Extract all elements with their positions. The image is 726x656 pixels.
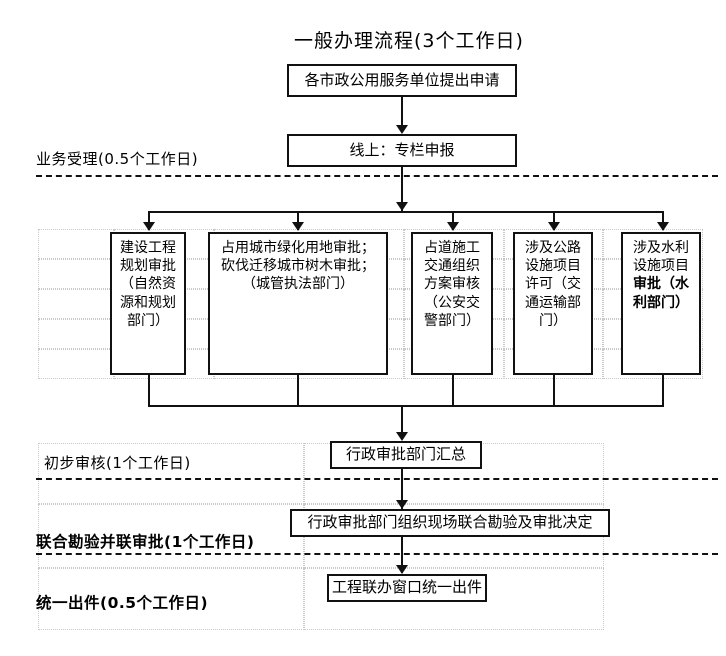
phase-divider-joint <box>36 553 718 555</box>
box-text-line: 占道施工 <box>424 240 480 256</box>
box-text-line: （自然资 <box>120 276 176 293</box>
node-online[interactable]: 线上：专栏申报 <box>287 134 517 167</box>
node-parallel-planning-label: 建设工程规划审批（自然资源和规划部门） <box>115 239 181 330</box>
node-parallel-water[interactable]: 涉及水利设施项目审批（水利部门） <box>621 232 701 375</box>
connector-online-down <box>401 167 403 211</box>
phase-label-delivery: 统一出件(0.5个工作日) <box>36 594 209 612</box>
node-joint-review-label: 行政审批部门组织现场联合勘验及审批决定 <box>307 513 593 532</box>
grid-cell <box>38 259 114 289</box>
phase-divider-acceptance <box>36 175 718 177</box>
node-parallel-highway[interactable]: 涉及公路设施项目许可（交通运输部门） <box>513 232 593 375</box>
arrowhead-branch-2 <box>292 222 304 231</box>
box-text-line: 规划审批 <box>120 258 176 275</box>
arrowhead-joint-to-output <box>396 565 408 574</box>
arrowhead-branch-3 <box>447 222 459 231</box>
grid-cell <box>38 289 114 319</box>
fanin-leg-3 <box>452 375 454 405</box>
arrowhead-apply-to-online <box>396 125 408 134</box>
node-apply-label: 各市政公用服务单位提出申请 <box>304 70 500 89</box>
page-title: 一般办理流程(3个工作日) <box>294 30 524 52</box>
node-parallel-traffic[interactable]: 占道施工交通组织方案审核（公安交警部门） <box>411 232 493 375</box>
arrowhead-fanin-to-summary <box>396 432 408 441</box>
box-text-line: 通运输部 <box>525 294 581 311</box>
box-text-line: 建设工程 <box>120 240 176 256</box>
node-parallel-greenery[interactable]: 占用城市绿化用地审批； 砍伐迁移城市树木审批；（城管执法部门） <box>208 232 388 375</box>
box-text-line: 方案审核 <box>424 276 480 293</box>
box-text-line: 许可（交 <box>525 276 581 293</box>
arrowhead-summary-to-joint <box>396 500 408 509</box>
box-text-line: （公安交 <box>424 294 480 311</box>
node-output-label: 工程联办窗口统一出件 <box>332 578 483 597</box>
box-text-line: 砍伐迁移城市树木审批； <box>221 258 375 275</box>
connector-joint-to-output <box>401 537 403 573</box>
box-text-line: （城管执法部门） <box>242 276 354 293</box>
box-text-line: 审批（水 <box>633 276 689 293</box>
node-parallel-highway-label: 涉及公路设施项目许可（交通运输部门） <box>518 239 588 330</box>
box-text-line: 占用城市绿化用地审批； <box>221 240 375 256</box>
fanout-bus <box>148 211 664 213</box>
box-text-line: 设施项目 <box>525 258 581 275</box>
box-text-line: 交通组织 <box>424 258 480 275</box>
fanin-leg-2 <box>297 375 299 405</box>
fanin-leg-1 <box>148 375 150 405</box>
phase-label-joint: 联合勘验并联审批(1个工作日) <box>36 533 255 551</box>
fanin-leg-4 <box>553 375 555 405</box>
node-parallel-greenery-label: 占用城市绿化用地审批； 砍伐迁移城市树木审批；（城管执法部门） <box>213 239 383 294</box>
box-text-line: 门） <box>539 312 567 329</box>
node-output[interactable]: 工程联办窗口统一出件 <box>327 574 487 602</box>
node-parallel-water-label: 涉及水利设施项目审批（水利部门） <box>626 239 696 312</box>
arrowhead-branch-1 <box>143 222 155 231</box>
fanout-leg-5 <box>662 211 664 230</box>
node-online-label: 线上：专栏申报 <box>349 140 455 159</box>
fanout-leg-1 <box>148 211 150 230</box>
connector-fanin-to-summary <box>401 405 403 439</box>
node-summary[interactable]: 行政审批部门汇总 <box>330 441 482 469</box>
box-text-line: 涉及公路 <box>525 240 581 256</box>
node-joint-review[interactable]: 行政审批部门组织现场联合勘验及审批决定 <box>290 509 610 537</box>
connector-apply-to-online <box>401 97 403 130</box>
phase-divider-preliminary <box>36 478 718 480</box>
fanout-leg-2 <box>297 211 299 230</box>
node-parallel-traffic-label: 占道施工交通组织方案审核（公安交警部门） <box>416 239 488 330</box>
phase-label-acceptance: 业务受理(0.5个工作日) <box>36 150 199 168</box>
fanin-leg-5 <box>662 375 664 405</box>
connector-summary-to-joint <box>401 469 403 509</box>
grid-cell <box>38 319 114 349</box>
box-text-line: 源和规划 <box>120 294 176 311</box>
box-text-line: 利部门） <box>633 294 689 311</box>
fanout-leg-4 <box>553 211 555 230</box>
fanin-bus <box>148 405 664 407</box>
box-text-line: 部门） <box>127 312 169 329</box>
box-text-line: 设施项目 <box>633 258 689 275</box>
grid-cell <box>38 229 114 259</box>
fanout-leg-3 <box>452 211 454 230</box>
node-parallel-planning[interactable]: 建设工程规划审批（自然资源和规划部门） <box>110 232 186 375</box>
node-summary-label: 行政审批部门汇总 <box>345 445 466 464</box>
arrowhead-online-down <box>396 202 408 211</box>
arrowhead-branch-4 <box>548 222 560 231</box>
box-text-line: 警部门） <box>424 312 480 329</box>
box-text-line: 涉及水利 <box>633 240 689 256</box>
node-apply[interactable]: 各市政公用服务单位提出申请 <box>287 64 517 97</box>
grid-cell <box>38 349 114 379</box>
arrowhead-branch-5 <box>657 222 669 231</box>
phase-label-preliminary: 初步审核(1个工作日) <box>44 454 191 472</box>
